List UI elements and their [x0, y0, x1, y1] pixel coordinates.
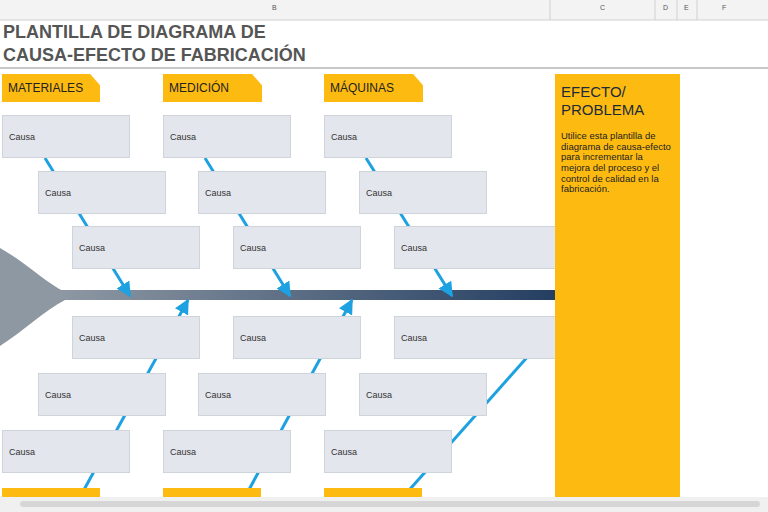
cause-label: Causa: [170, 447, 196, 457]
cause-box: Causa: [233, 316, 361, 359]
cause-box: Causa: [72, 316, 200, 359]
column-header: F: [722, 4, 726, 11]
cause-label: Causa: [240, 243, 266, 253]
cause-label: Causa: [366, 390, 392, 400]
column-header: D: [663, 4, 668, 11]
cause-label: Causa: [401, 243, 427, 253]
cause-box: Causa: [163, 115, 291, 158]
cause-label: Causa: [331, 132, 357, 142]
column-header: E: [684, 4, 689, 11]
cause-box: Causa: [324, 115, 452, 158]
cause-label: Causa: [240, 333, 266, 343]
cause-label: Causa: [45, 390, 71, 400]
cause-box: Causa: [198, 171, 326, 214]
cause-label: Causa: [9, 447, 35, 457]
cause-label: Causa: [205, 188, 231, 198]
effect-description: Utilice esta plantilla de diagrama de ca…: [561, 131, 673, 195]
category-tab: MÁQUINAS: [324, 74, 423, 102]
cause-box: Causa: [2, 430, 130, 473]
category-label: MEDICIÓN: [169, 81, 229, 95]
cause-box: Causa: [359, 171, 487, 214]
effect-panel: EFECTO/ PROBLEMA Utilice esta plantilla d…: [555, 74, 680, 497]
cause-label: Causa: [366, 188, 392, 198]
cause-label: Causa: [45, 188, 71, 198]
category-tab: MATERIALES: [2, 74, 100, 102]
cause-box: Causa: [233, 226, 361, 269]
cause-box: Causa: [2, 115, 130, 158]
cause-label: Causa: [79, 243, 105, 253]
category-tab: MEDICIÓN: [163, 74, 262, 102]
cause-box: Causa: [324, 430, 452, 473]
cause-box: Causa: [359, 373, 487, 416]
cause-label: Causa: [331, 447, 357, 457]
cause-label: Causa: [170, 132, 196, 142]
title: PLANTILLA DE DIAGRAMA DE CAUSA-EFECTO DE…: [3, 21, 308, 67]
cause-label: Causa: [205, 390, 231, 400]
column-header: C: [600, 4, 605, 11]
cause-label: Causa: [79, 333, 105, 343]
cause-label: Causa: [9, 132, 35, 142]
cause-box: Causa: [72, 226, 200, 269]
cause-label: Causa: [401, 333, 427, 343]
effect-heading: EFECTO/ PROBLEMA: [561, 83, 671, 119]
cause-box: Causa: [163, 430, 291, 473]
cause-box: Causa: [38, 171, 166, 214]
column-header: B: [272, 4, 277, 11]
cause-box: Causa: [198, 373, 326, 416]
category-label: MÁQUINAS: [330, 81, 394, 95]
category-label: MATERIALES: [8, 81, 83, 95]
cause-box: Causa: [38, 373, 166, 416]
